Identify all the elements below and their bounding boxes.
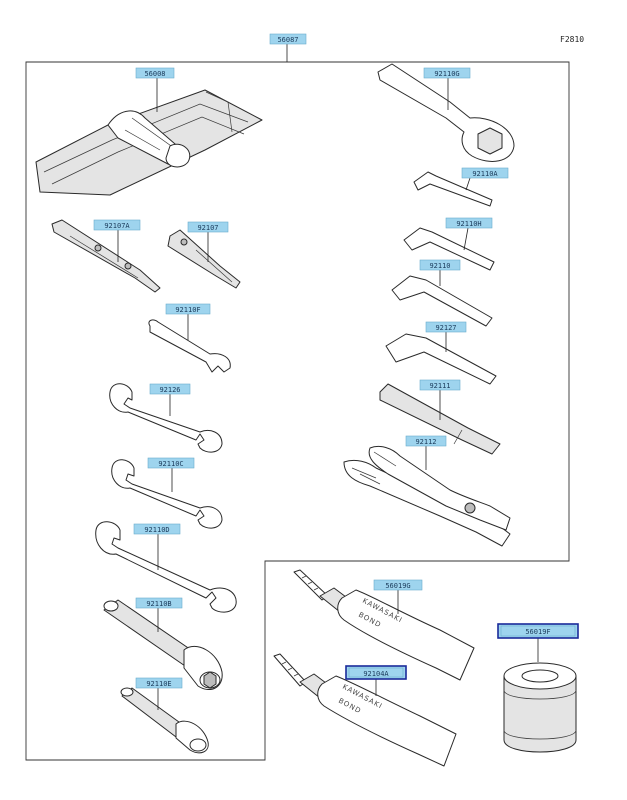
open-wrench-126-part bbox=[109, 383, 223, 453]
flat-wrench-f-part bbox=[148, 319, 231, 373]
callout-flat-f[interactable]: 92110F bbox=[165, 303, 211, 315]
callout-driver-text: 92107 bbox=[197, 224, 218, 232]
callout-wrench-d-text: 92110D bbox=[144, 526, 169, 534]
socket-wrench-b-part bbox=[103, 599, 223, 690]
callout-hex-127[interactable]: 92127 bbox=[425, 321, 467, 333]
callout-box-wrench-text: 92110G bbox=[434, 70, 459, 78]
hex-key-h-part bbox=[403, 227, 495, 271]
callout-pouch[interactable]: 56008 bbox=[135, 67, 175, 79]
figure-code: F2810 bbox=[560, 35, 584, 44]
callout-tube-a-text: 92104A bbox=[363, 670, 389, 678]
callout-handle[interactable]: 92111 bbox=[419, 379, 461, 391]
callout-wrench-126[interactable]: 92126 bbox=[149, 383, 191, 395]
callout-hex-h-text: 92110H bbox=[456, 220, 481, 228]
callout-socket-e[interactable]: 92110E bbox=[135, 677, 183, 689]
callout-driver-a[interactable]: 92107A bbox=[93, 219, 141, 231]
callout-socket-e-text: 92110E bbox=[146, 680, 171, 688]
callout-socket-b-text: 92110B bbox=[146, 600, 171, 608]
bond-tube-a-part: KAWASAKI BOND bbox=[273, 653, 457, 767]
socket-wrench-e-part bbox=[120, 687, 209, 754]
pliers-part bbox=[343, 445, 511, 547]
hex-key-a-part bbox=[413, 171, 493, 207]
callout-oil-filter-text: 56019F bbox=[525, 628, 550, 636]
callout-handle-text: 92111 bbox=[429, 382, 450, 390]
leader-lines bbox=[117, 78, 539, 710]
callout-driver[interactable]: 92107 bbox=[187, 221, 229, 233]
callout-kit-text: 56087 bbox=[277, 36, 298, 44]
callout-pliers-text: 92112 bbox=[415, 438, 436, 446]
screwdriver-bit-part bbox=[167, 229, 241, 289]
hex-key-127-part bbox=[385, 333, 497, 385]
callout-tube-g[interactable]: 56019G bbox=[373, 579, 423, 591]
callout-kit[interactable]: 56087 bbox=[269, 33, 307, 45]
kit-frame bbox=[25, 44, 570, 761]
bond-tube-g-part: KAWASAKI BOND bbox=[293, 569, 475, 681]
box-wrench-part bbox=[377, 63, 515, 162]
callout-hex-d[interactable]: 92110 bbox=[419, 259, 461, 271]
callout-wrench-c[interactable]: 92110C bbox=[147, 457, 195, 469]
callout-box-wrench[interactable]: 92110G bbox=[423, 67, 471, 79]
callout-wrench-d[interactable]: 92110D bbox=[133, 523, 181, 535]
callout-driver-a-text: 92107A bbox=[104, 222, 130, 230]
callout-pouch-text: 56008 bbox=[144, 70, 165, 78]
screwdriver-bit-a-part bbox=[51, 219, 161, 293]
callout-hex-d-text: 92110 bbox=[429, 262, 450, 270]
open-wrench-c-part bbox=[111, 459, 223, 529]
open-wrench-d-part bbox=[95, 521, 237, 613]
callout-tube-g-text: 56019G bbox=[385, 582, 410, 590]
callout-wrench-c-text: 92110C bbox=[158, 460, 183, 468]
callout-hex-a-text: 92110A bbox=[472, 170, 498, 178]
callout-wrench-126-text: 92126 bbox=[159, 386, 180, 394]
callout-socket-b[interactable]: 92110B bbox=[135, 597, 183, 609]
callout-hex-127-text: 92127 bbox=[435, 324, 456, 332]
callout-tube-a[interactable]: 92104A bbox=[345, 665, 407, 680]
oil-filter-part bbox=[503, 662, 577, 753]
callout-hex-h[interactable]: 92110H bbox=[445, 217, 493, 229]
callout-hex-a[interactable]: 92110A bbox=[461, 167, 509, 179]
hex-key-part bbox=[391, 275, 493, 327]
callout-pliers[interactable]: 92112 bbox=[405, 435, 447, 447]
callout-oil-filter[interactable]: 56019F bbox=[497, 623, 579, 639]
callout-flat-f-text: 92110F bbox=[175, 306, 200, 314]
tool-pouch-part bbox=[35, 89, 263, 196]
